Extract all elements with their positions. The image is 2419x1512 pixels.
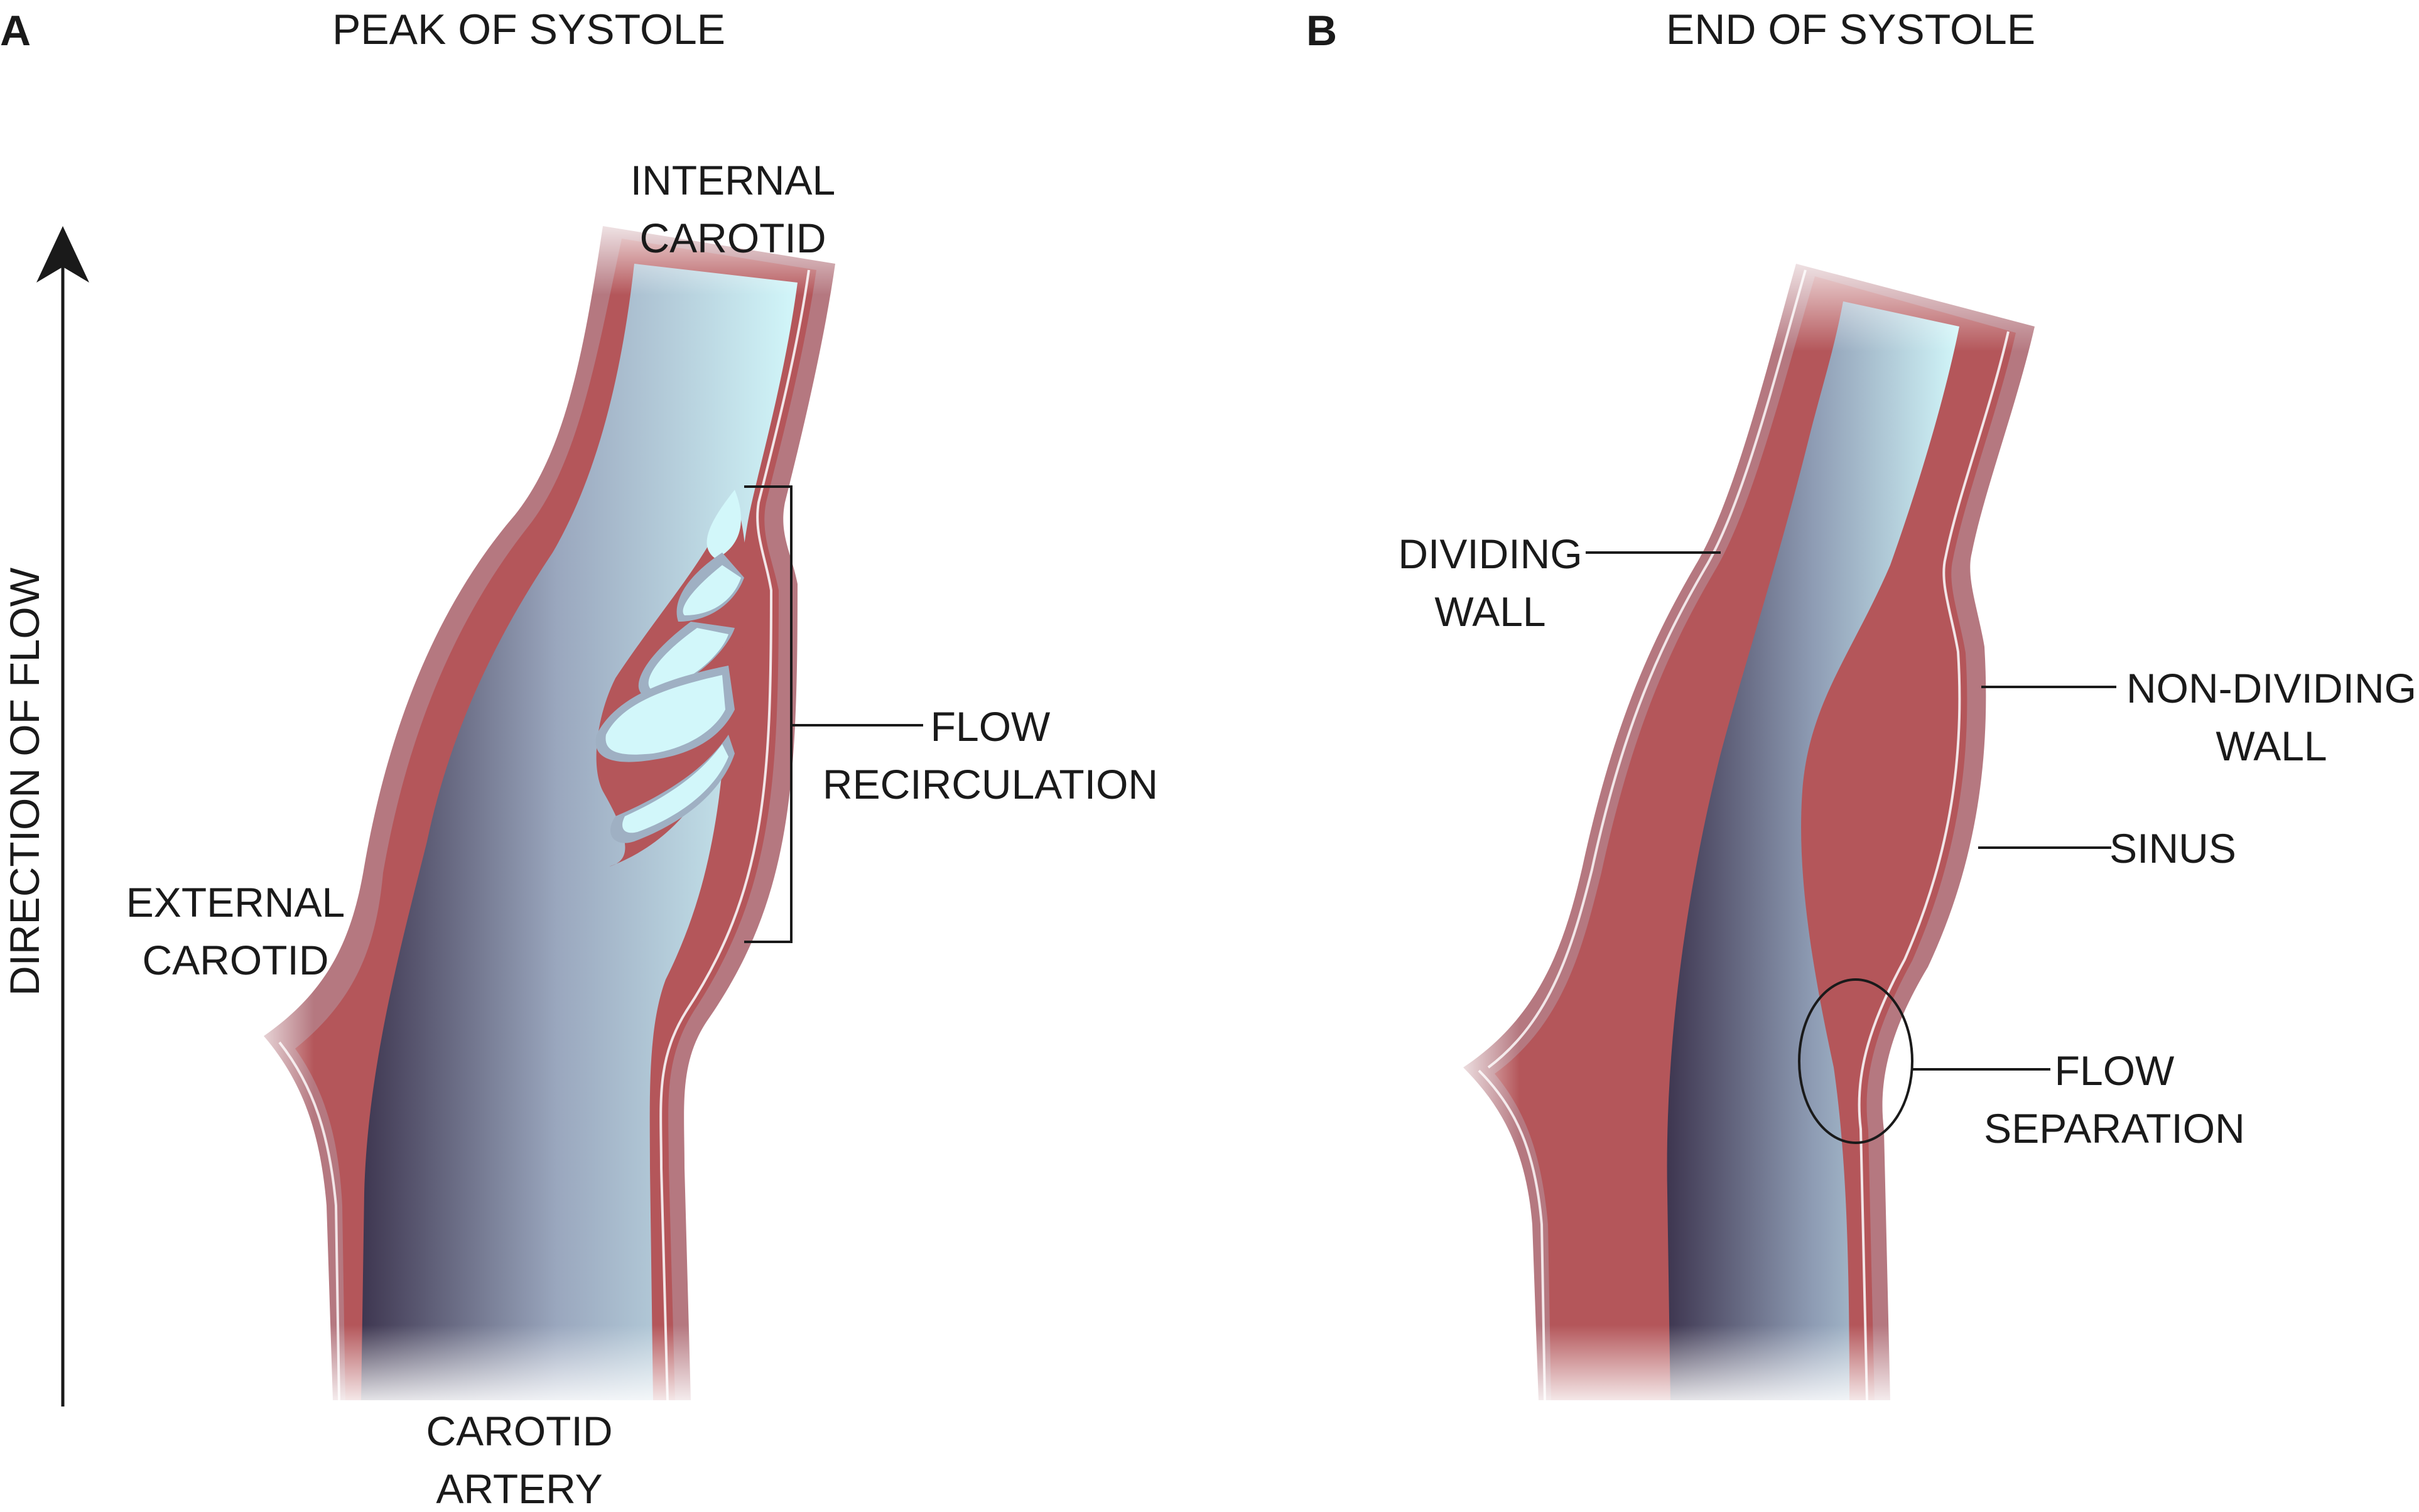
vessel-a-lumen	[361, 264, 798, 1400]
carotid-artery-label-line1: CAROTID	[426, 1408, 613, 1454]
external-carotid-label-line2: CAROTID	[143, 937, 329, 983]
dividing-wall-label-line2: WALL	[1434, 588, 1545, 635]
internal-carotid-label-line2: CAROTID	[640, 215, 826, 261]
dividing-wall-label-line1: DIVIDING	[1398, 531, 1582, 577]
vessel-a	[239, 207, 867, 1413]
vessel-b-wall-seam-right	[1858, 331, 2010, 1401]
flow-separation-label-line2: SEPARATION	[1984, 1105, 2245, 1152]
flow-recirculation-label-line2: RECIRCULATION	[823, 761, 1158, 807]
recirculation-bracket	[744, 485, 793, 943]
flow-separation-label-line1: FLOW	[2055, 1047, 2175, 1094]
vessel-b-dividing-seam	[1487, 269, 1807, 1069]
panel-a: A PEAK OF SYSTOLE DIRECTION OF FLOW	[0, 6, 1158, 1512]
panel-b-title: END OF SYSTOLE	[1666, 6, 2035, 53]
flow-recirculation-swirl	[595, 490, 747, 867]
vessel-a-wall-seam-right	[659, 269, 810, 1401]
vessel-b-lumen	[1667, 301, 1959, 1400]
external-carotid-label-line1: EXTERNAL	[126, 879, 345, 926]
internal-carotid-label-line1: INTERNAL	[630, 157, 835, 203]
direction-of-flow-label: DIRECTION OF FLOW	[1, 567, 48, 996]
non-dividing-wall-label-line2: WALL	[2216, 723, 2327, 769]
flow-separation-ellipse	[1798, 978, 1913, 1144]
arrow-head-icon	[36, 226, 89, 283]
direction-of-flow-arrow	[36, 226, 89, 1407]
non-dividing-wall-label-line1: NON-DIVIDING	[2126, 665, 2416, 711]
panel-b: B END OF SYSTOLE DIVIDING WALL NON-DIVID…	[1306, 6, 2416, 1413]
panel-b-letter: B	[1306, 7, 1337, 55]
panel-a-title: PEAK OF SYSTOLE	[332, 6, 725, 53]
sinus-label: SINUS	[2109, 825, 2236, 872]
carotid-artery-label-line2: ARTERY	[436, 1466, 602, 1509]
vessel-b	[1444, 239, 2072, 1413]
panel-a-letter: A	[0, 7, 31, 55]
flow-recirculation-label-line1: FLOW	[931, 703, 1051, 750]
